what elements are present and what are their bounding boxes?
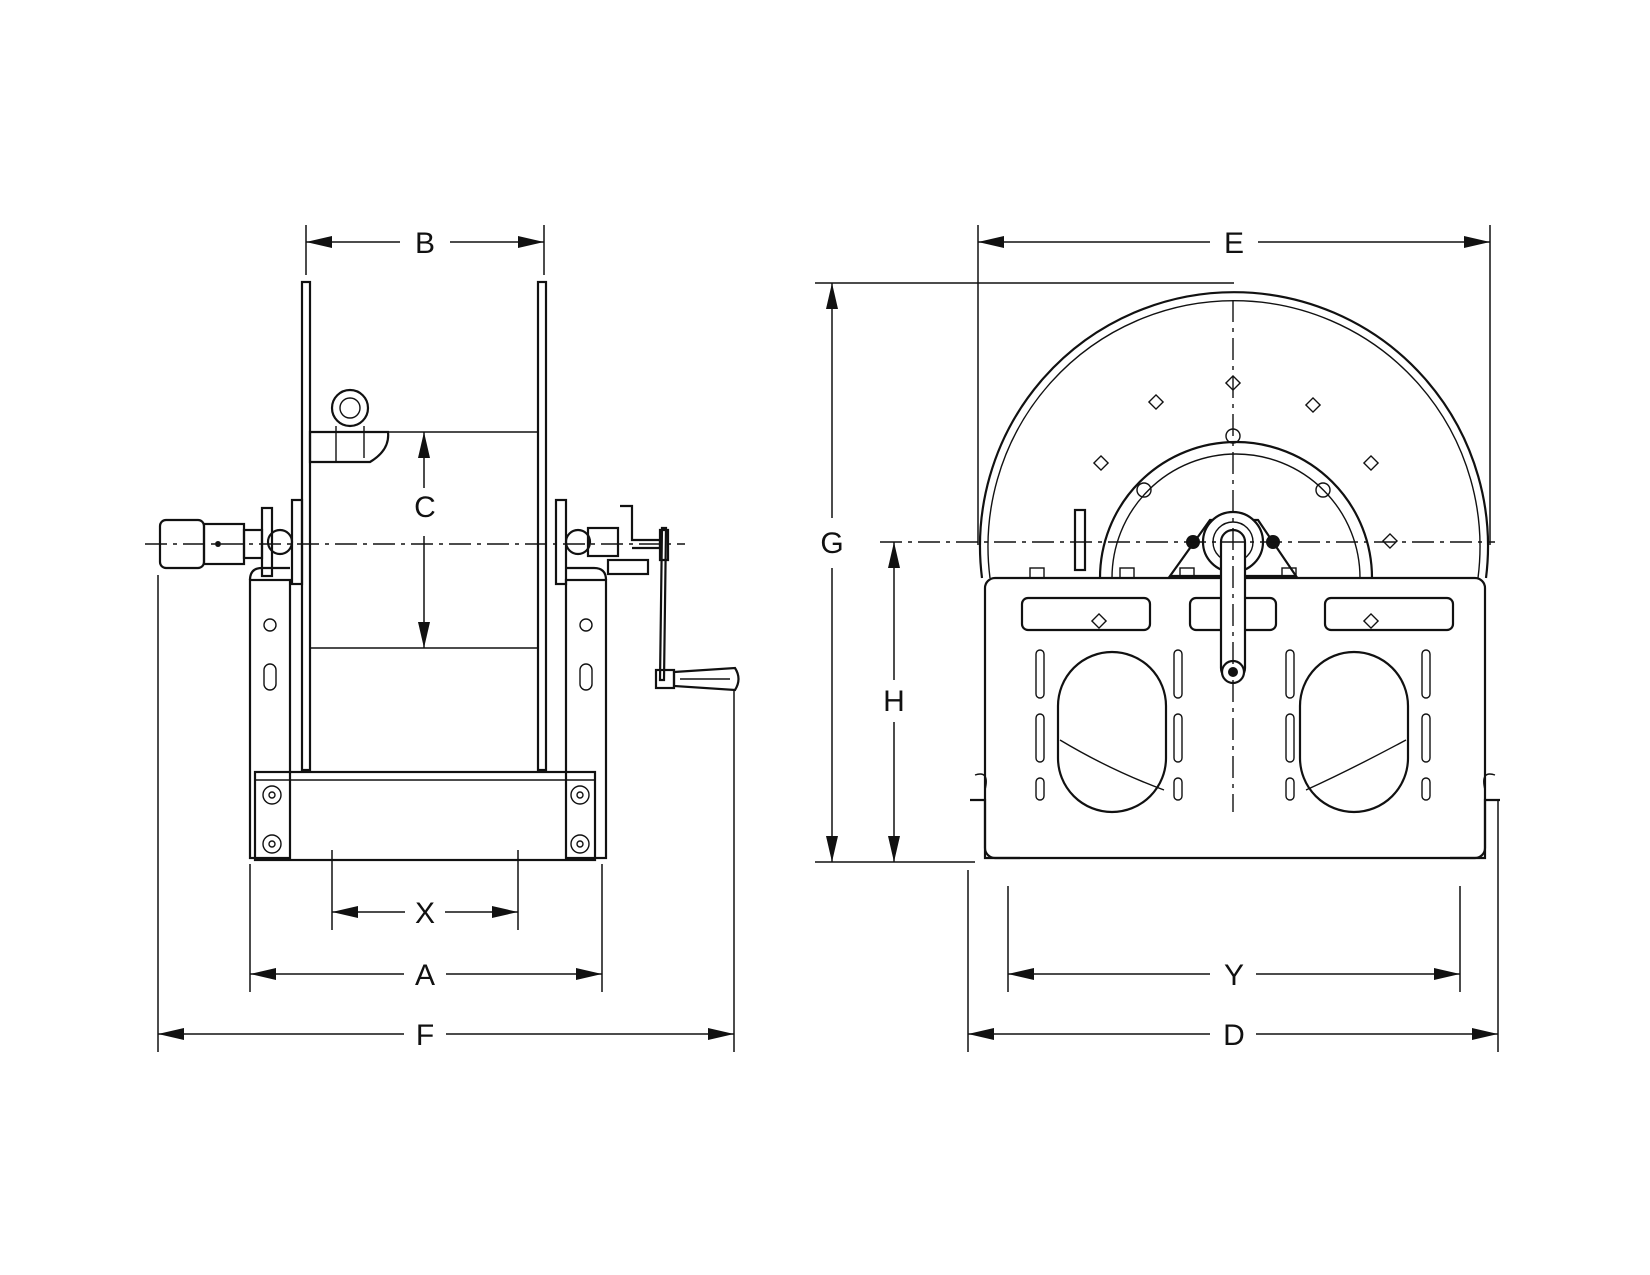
front-view xyxy=(880,291,1500,860)
base-plate xyxy=(253,770,597,862)
left-oval-cutout xyxy=(1056,650,1168,814)
right-frame-leg xyxy=(564,578,608,860)
side-view xyxy=(145,280,740,862)
dim-label-b: B xyxy=(415,227,435,260)
outer-flange-disc xyxy=(978,291,1490,579)
frame-vertical-slots xyxy=(1035,649,1431,801)
dim-label-g: G xyxy=(820,527,843,560)
left-base-foot xyxy=(970,798,1020,860)
top-inlet-fitting xyxy=(308,388,390,464)
dim-label-e: E xyxy=(1224,227,1244,260)
base-bolts xyxy=(262,785,590,854)
left-swivel-joint xyxy=(158,498,304,586)
right-base-foot xyxy=(1450,798,1500,860)
dim-label-h: H xyxy=(883,685,905,718)
left-flange xyxy=(300,280,312,772)
dim-label-y: Y xyxy=(1224,959,1244,992)
right-oval-cutout xyxy=(1298,650,1410,814)
frame-top-bolts xyxy=(1029,567,1297,579)
leg-mounting-holes xyxy=(263,618,593,691)
right-swivel-and-crank xyxy=(554,498,740,692)
dim-label-c: C xyxy=(414,491,436,524)
dim-label-f: F xyxy=(416,1019,434,1052)
dim-label-x: X xyxy=(415,897,435,930)
right-flange xyxy=(536,280,548,772)
brake-lever xyxy=(1073,508,1087,572)
dim-label-a: A xyxy=(415,959,435,992)
dimension-labels: B C X A F E G H Y D xyxy=(414,227,1245,1052)
dimension-lines xyxy=(157,225,1499,1052)
left-frame-leg xyxy=(248,578,292,860)
dim-label-d: D xyxy=(1223,1019,1245,1052)
